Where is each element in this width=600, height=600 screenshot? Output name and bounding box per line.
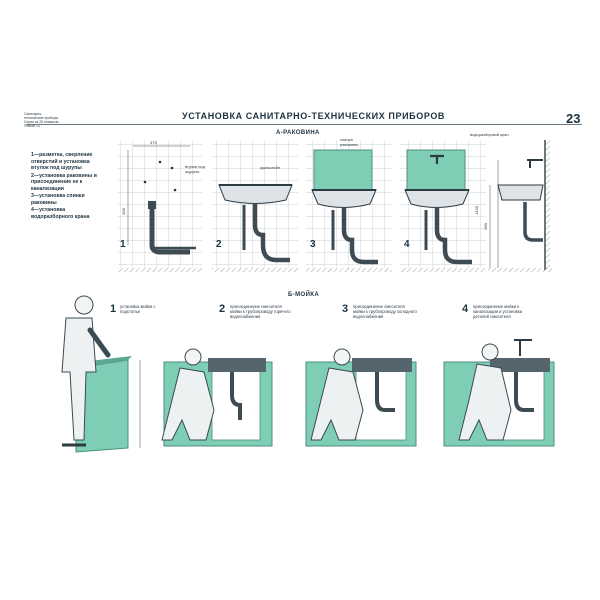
panel-a3 bbox=[306, 140, 392, 272]
panel-a1-number: 1 bbox=[120, 239, 126, 250]
siphon bbox=[252, 203, 290, 263]
side-basin bbox=[497, 184, 544, 201]
sink-bowl bbox=[490, 358, 550, 372]
washbasin bbox=[404, 189, 470, 208]
siphon bbox=[341, 207, 378, 265]
corner-note: Санитарно- технические приборы. Серия из… bbox=[24, 112, 60, 128]
step-2: 2—установка раковины и присоединение ее … bbox=[31, 172, 97, 192]
b-step-4-number: 4 bbox=[462, 303, 469, 315]
worker-helmet bbox=[184, 348, 202, 366]
step-3: 3—установка спинки раковины bbox=[31, 193, 85, 206]
washbasin bbox=[218, 184, 293, 204]
section-a-heading: А-РАКОВИНА bbox=[276, 130, 320, 136]
floor bbox=[212, 268, 298, 272]
floor bbox=[488, 268, 552, 272]
panel-a1 bbox=[118, 140, 202, 272]
scene-b4 bbox=[443, 339, 555, 447]
worker-body bbox=[161, 367, 215, 441]
tap-label: водоразборный кран bbox=[470, 132, 509, 137]
b-step-3-text: присоединение смесителя мойки к трубопро… bbox=[353, 304, 417, 320]
tap-icon bbox=[430, 154, 444, 164]
b-step-2-number: 2 bbox=[219, 303, 226, 315]
worker-body bbox=[458, 363, 512, 441]
panel-a-side-view bbox=[488, 140, 552, 272]
dim-top-label: 375 bbox=[150, 140, 157, 145]
siphon bbox=[434, 207, 472, 265]
worker-helmet bbox=[74, 295, 94, 315]
cabinet-opening bbox=[355, 361, 407, 441]
mixer-tap-icon bbox=[514, 339, 532, 356]
scene-b1 bbox=[61, 295, 141, 453]
worker-helmet bbox=[333, 348, 351, 366]
drill-hole bbox=[170, 166, 174, 170]
panel-a2 bbox=[212, 140, 298, 272]
floor bbox=[118, 268, 202, 272]
b-step-1-number: 1 bbox=[110, 303, 117, 315]
scene-b3 bbox=[305, 348, 417, 447]
b-step-3-number: 3 bbox=[342, 303, 349, 315]
wall-section bbox=[545, 140, 550, 270]
b-step-4-text: присоединение мойки к канализации и уста… bbox=[473, 304, 523, 320]
pipe-socket bbox=[148, 201, 156, 209]
scene-b2 bbox=[161, 348, 273, 447]
plugs-label: втулки под шурупы bbox=[185, 164, 205, 174]
panel-a4-number: 4 bbox=[404, 239, 410, 250]
drain-pipe bbox=[375, 372, 395, 412]
step-4: 4—установка водоразборного крана bbox=[31, 207, 90, 220]
drain-pipe bbox=[230, 372, 242, 420]
floor bbox=[306, 268, 392, 272]
worker-helmet bbox=[481, 343, 499, 361]
panel-a3-number: 3 bbox=[310, 239, 316, 250]
step-1: 1—разметка, сверление отверстий и устано… bbox=[31, 152, 93, 171]
drain-pipe bbox=[514, 372, 534, 412]
drill-hole bbox=[158, 160, 162, 164]
back-panel-label: спинка раковины bbox=[340, 137, 358, 147]
backsplash-panel bbox=[313, 149, 373, 191]
b-step-1-text: установка мойки с подстолье bbox=[120, 304, 156, 315]
poster-title: УСТАНОВКА САНИТАРНО-ТЕХНИЧЕСКИХ ПРИБОРОВ bbox=[182, 111, 446, 121]
brackets-label: кронштейн bbox=[260, 165, 281, 170]
washbasin bbox=[311, 189, 377, 208]
side-siphon bbox=[523, 202, 543, 242]
worker-body bbox=[310, 367, 364, 441]
drill-hole bbox=[143, 180, 147, 184]
tap-icon bbox=[527, 159, 543, 168]
sink-bowl bbox=[352, 358, 412, 372]
panel-a4 bbox=[400, 140, 486, 272]
panel-a2-number: 2 bbox=[216, 239, 222, 250]
section-b-heading: Б-МОЙКА bbox=[288, 292, 320, 298]
page-number: 23 bbox=[566, 111, 581, 126]
section-a-steps: 1—разметка, сверление отверстий и устано… bbox=[31, 152, 101, 221]
b-step-2-text: присоединение смесителя мойки к трубопро… bbox=[230, 304, 291, 320]
sink-bowl bbox=[208, 358, 266, 372]
worker-arm bbox=[87, 327, 111, 358]
title-rule bbox=[26, 124, 582, 125]
drill-hole bbox=[173, 188, 177, 192]
cabinet-opening bbox=[211, 361, 261, 441]
drain-pipe bbox=[149, 205, 190, 255]
floor bbox=[400, 268, 486, 272]
